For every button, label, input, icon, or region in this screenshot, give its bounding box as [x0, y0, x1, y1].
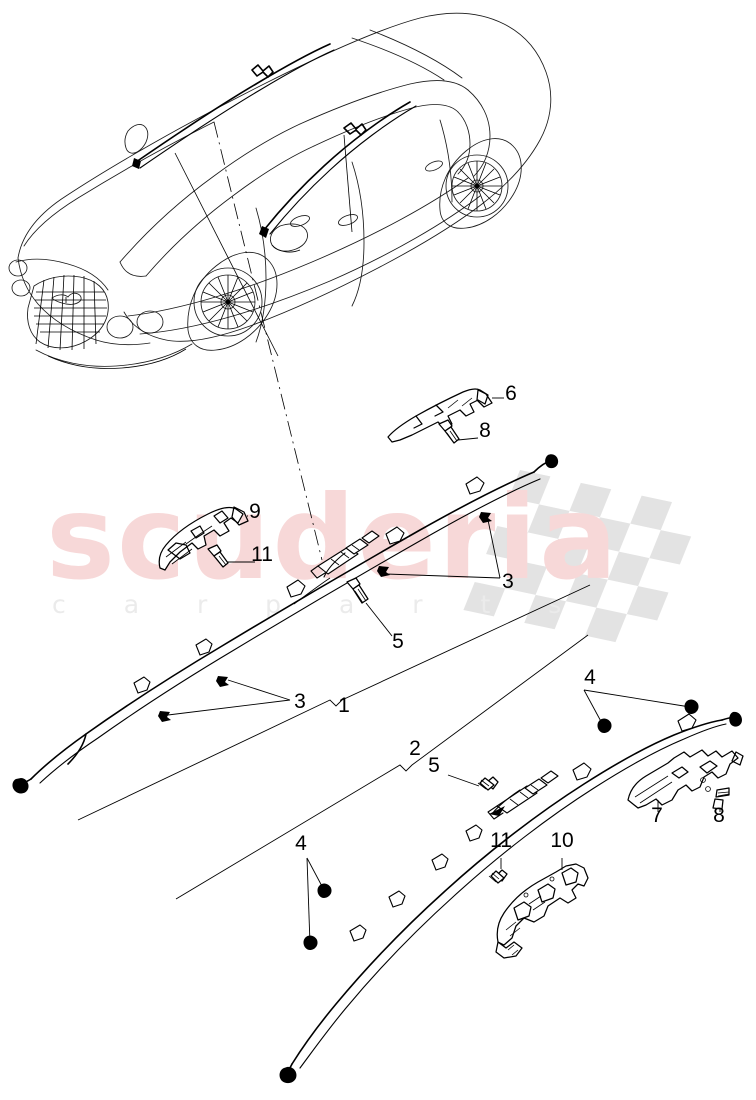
airbag-inflator-module-lower — [487, 770, 559, 820]
part-4-retaining-clips — [303, 699, 699, 950]
projection-line — [213, 121, 323, 561]
callout-number-9: 9 — [249, 500, 261, 523]
clip-3d — [479, 512, 492, 523]
callout-number-4: 4 — [295, 832, 307, 855]
installed-airbag-rear — [259, 101, 417, 238]
clip-4d — [303, 935, 318, 950]
callout-number-10: 10 — [550, 829, 573, 852]
callout-number-3: 3 — [294, 690, 306, 713]
part-10-mounting-bracket-c-pillar — [495, 863, 589, 959]
airbag-inflator-module — [310, 530, 380, 579]
part-8-tapping-screw-lower — [712, 787, 730, 810]
callout-number-1: 1 — [338, 694, 350, 717]
callout-number-7: 7 — [651, 804, 663, 827]
callout-number-3: 3 — [502, 570, 514, 593]
callout-number-2: 2 — [409, 737, 421, 760]
callout-number-11: 11 — [251, 543, 273, 566]
callout-number-5: 5 — [392, 630, 404, 653]
callout-number-11: 11 — [490, 829, 512, 852]
upper-curtain-airbag-assembly — [12, 454, 559, 794]
checkered-flag-icon — [463, 470, 692, 643]
part-5-bolt-lower — [477, 776, 499, 791]
part-9-mounting-bracket-a-pillar — [158, 506, 249, 571]
installed-airbag-front — [132, 43, 335, 169]
front-wheel-spokes — [201, 275, 255, 329]
airbag-mounting-tabs-lower — [349, 713, 697, 942]
part-8-tapping-screw-upper — [438, 419, 460, 444]
clip-3a — [216, 676, 229, 687]
watermark-brand-text: scuderia — [46, 471, 619, 606]
part-3-retaining-clips — [158, 512, 492, 722]
clip-4b — [684, 699, 699, 714]
part-6-mounting-bracket-front — [387, 388, 493, 443]
lower-curtain-airbag-assembly — [279, 711, 742, 1084]
part-5-bolt-upper — [346, 577, 369, 604]
callout-number-4: 4 — [584, 666, 596, 689]
airbag-mounting-tabs-upper — [133, 476, 485, 694]
grille-mesh — [34, 274, 107, 351]
callout-number-8: 8 — [713, 804, 725, 827]
callout-number-5: 5 — [428, 754, 440, 777]
callout-number-8: 8 — [479, 419, 491, 442]
part-11-tapping-screw-lower — [488, 869, 508, 884]
callout-number-6: 6 — [505, 382, 517, 405]
clip-4c — [317, 883, 332, 898]
part-11-tapping-screw-upper — [207, 544, 229, 568]
vehicle-overview-illustration — [8, 12, 552, 369]
clip-3b — [158, 711, 171, 722]
part-7-mounting-bracket-rear — [627, 749, 744, 809]
rear-wheel-spokes — [452, 161, 502, 211]
